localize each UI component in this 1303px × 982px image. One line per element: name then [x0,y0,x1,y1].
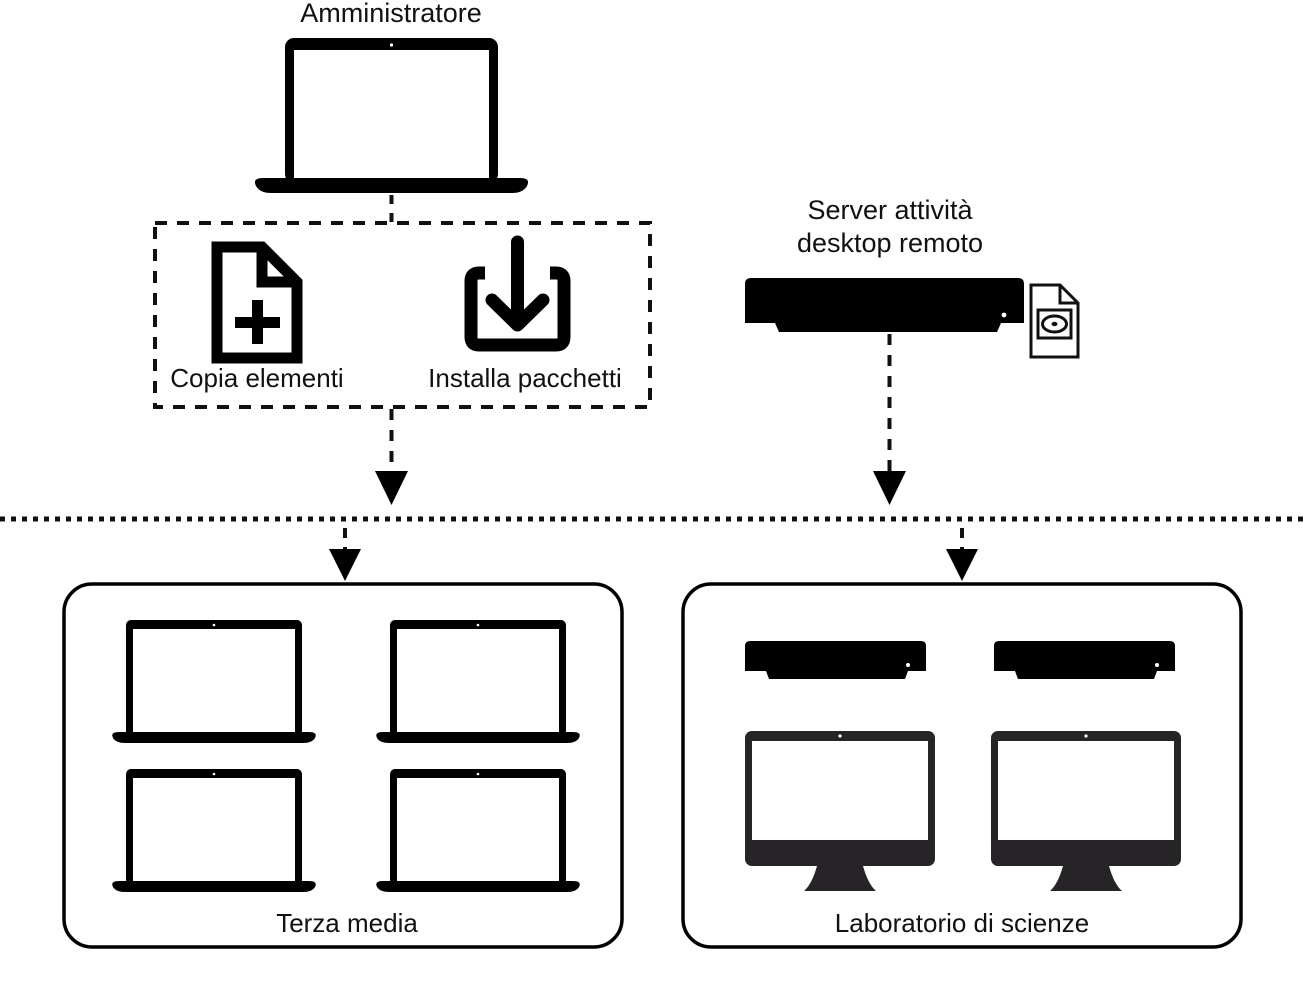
laptop-base [254,178,529,193]
laptop-screen [397,778,559,882]
document-outline [211,241,303,364]
laptop-camera-dot [389,43,394,47]
server-led-dot [906,663,910,667]
arrow-head [375,471,408,505]
arrow-server-to-divider [873,334,906,505]
list-item [991,731,1181,891]
disk-spindle [1051,321,1058,327]
arrow-divider-to-laboratorio [946,528,978,581]
server-led-dot [1155,663,1159,667]
laptop-base [376,881,580,892]
list-item [745,731,935,891]
server-title-line2: desktop remoto [797,228,983,258]
imac-camera-dot [838,734,842,738]
list-item [994,641,1175,679]
imac-screen [998,741,1174,840]
server-body [745,641,926,679]
imac-stand [1050,866,1122,891]
laptop-camera-dot [476,772,480,776]
disk-document-fold [1058,285,1078,305]
arrow-actions-to-divider [375,409,408,505]
group-terza-media[interactable]: Terza media [62,582,624,949]
action-install-packages[interactable]: Installa pacchetti [428,235,622,393]
remote-desktop-server-icon [745,278,1024,332]
document-plus-icon [211,241,303,364]
list-item [745,641,926,679]
arrow-head [873,471,906,505]
group-laboratorio-label: Laboratorio di scienze [835,908,1089,938]
action-install-packages-label: Installa pacchetti [428,363,622,393]
list-item [376,620,580,743]
action-copy-items-label: Copia elementi [170,363,343,393]
list-item [376,769,580,892]
arrow-divider-to-terza-media [329,528,361,581]
laptop-camera-dot [212,772,216,776]
laptop-camera-dot [476,623,480,627]
arrow-head [946,549,978,581]
laptop-camera-dot [212,623,216,627]
laptop-screen [397,629,559,733]
list-item [112,620,316,743]
disk-document-icon [1029,283,1080,359]
laptop-screen [133,778,295,882]
imac-camera-dot [1084,734,1088,738]
server-body [745,278,1024,332]
group-laboratorio-di-scienze[interactable]: Laboratorio di scienze [681,582,1243,949]
arrow-head [329,549,361,581]
laptop-base [112,881,316,892]
laptop-base [376,732,580,743]
laptop-screen [294,50,489,178]
laptop-screen [133,629,295,733]
admin-laptop-icon [254,38,529,193]
actions-dashed-container [153,221,652,409]
imac-stand [804,866,876,891]
list-item [112,769,316,892]
document-fold [256,247,297,288]
download-box-icon [464,235,571,352]
plus-horizontal [235,317,280,328]
server-led-dot [1001,312,1007,318]
download-box-outline [464,266,571,352]
action-copy-items[interactable]: Copia elementi [170,241,344,393]
group-terza-media-label: Terza media [276,908,418,938]
admin-title: Amministratore [300,0,482,28]
laptop-base [112,732,316,743]
server-title-line1: Server attività [807,195,973,225]
download-arrow-head [485,293,550,332]
imac-screen [752,741,928,840]
server-body [994,641,1175,679]
